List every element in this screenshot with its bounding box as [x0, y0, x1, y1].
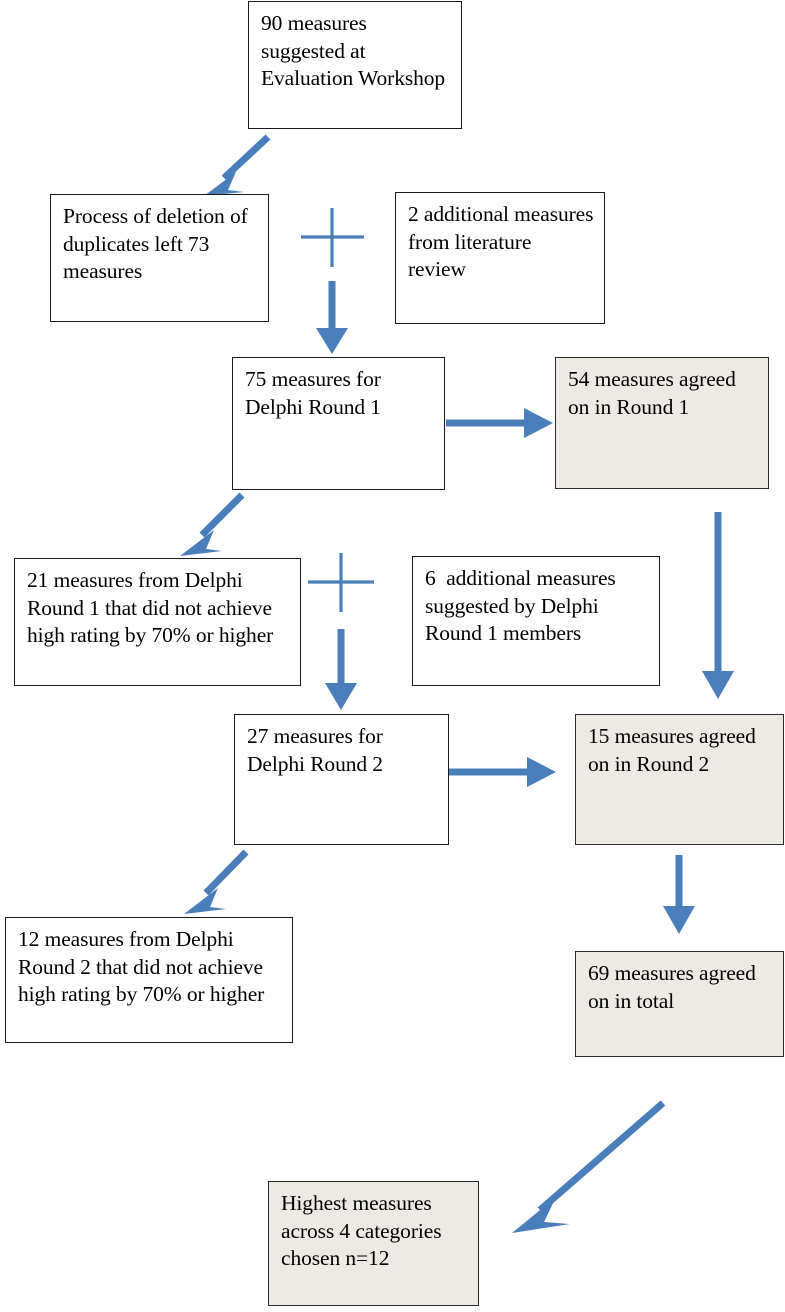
- arrow-69-to-highest: [512, 1100, 666, 1233]
- arrow-75-to-54-agreed: [446, 408, 553, 438]
- box-2-additional-measures-literature: 2 additional measures from literature re…: [395, 192, 605, 324]
- arrow-15-to-69-total: [663, 855, 695, 934]
- arrow-27-to-12-notagreed: [184, 849, 249, 914]
- box-deletion-of-duplicates: Process of deletion of duplicates left 7…: [50, 194, 269, 322]
- box-27-measures-delphi-round-2: 27 measures for Delphi Round 2: [234, 714, 449, 845]
- plus-sign-row-4: [308, 553, 374, 612]
- arrow-deletion-to-75: [316, 281, 348, 354]
- arrow-75-to-21-notagreed: [180, 492, 245, 556]
- plus-sign-row-2: [301, 208, 364, 267]
- box-75-measures-delphi-round-1: 75 measures for Delphi Round 1: [232, 357, 445, 490]
- box-12-measures-not-agreed-round-2: 12 measures from Delphi Round 2 that did…: [5, 917, 293, 1043]
- box-69-measures-agreed-total: 69 measures agreed on in total: [575, 951, 784, 1057]
- box-15-measures-agreed-round-2: 15 measures agreed on in Round 2: [575, 714, 784, 845]
- box-54-measures-agreed-round-1: 54 measures agreed on in Round 1: [555, 357, 769, 489]
- box-6-additional-measures-members: 6 additional measures suggested by Delph…: [412, 556, 660, 686]
- box-90-measures-suggested: 90 measures suggested at Evaluation Work…: [248, 1, 462, 129]
- box-highest-measures-chosen: Highest measures across 4 categories cho…: [268, 1181, 479, 1306]
- arrow-90-to-deletion: [204, 134, 271, 196]
- arrow-54-to-15-agreed: [702, 512, 734, 699]
- box-21-measures-not-agreed-round-1: 21 measures from Delphi Round 1 that did…: [14, 558, 301, 686]
- arrow-21-to-27: [325, 629, 357, 710]
- arrow-27-to-15-agreed: [449, 757, 556, 787]
